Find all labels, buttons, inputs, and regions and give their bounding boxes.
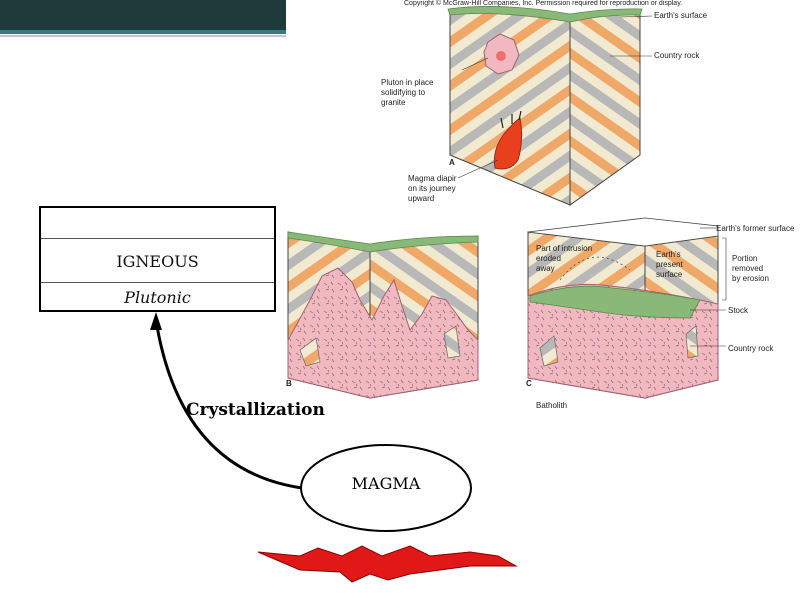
panel-c-stock-label: Stock	[728, 306, 749, 315]
box-divider-2	[41, 282, 274, 283]
panel-b-block	[287, 231, 479, 399]
magma-label: MAGMA	[351, 474, 421, 493]
panel-a-earth-surface-label: Earth's surface	[654, 11, 708, 20]
intrusion-eroded-line-1: Part of intrusion	[536, 244, 593, 253]
copyright-notice: Copyright © McGraw-Hill Companies, Inc. …	[404, 0, 683, 7]
header-line-teal	[0, 30, 286, 34]
crystallization-label: Crystallization	[186, 400, 325, 420]
intrusion-eroded-line-3: away	[536, 264, 555, 273]
panel-c-intrusion-eroded-label: Part of intrusion eroded away	[536, 244, 592, 274]
panel-c-letter: C	[526, 379, 532, 388]
panel-a-country-rock-label: Country rock	[654, 51, 700, 60]
present-surface-line-3: surface	[656, 270, 683, 279]
present-surface-line-1: Earth's	[656, 250, 681, 259]
heat-burst-shape	[257, 545, 518, 583]
panel-c-block	[527, 217, 727, 399]
panel-a-block	[447, 6, 653, 206]
rock-subtype-label: Plutonic	[124, 288, 191, 307]
portion-removed-line-1: Portion	[732, 254, 758, 263]
panel-c-country-rock-label: Country rock	[728, 344, 774, 353]
diapir-label-line-2: on its journey	[408, 184, 456, 193]
panel-c-batholith-label: Batholith	[536, 401, 568, 410]
panel-a-pluton-label: Pluton in place solidifying to granite	[381, 78, 433, 108]
header-bar	[0, 0, 286, 30]
magma-ellipse	[300, 444, 472, 532]
pluton-label-line-2: solidifying to	[381, 88, 426, 97]
present-surface-line-2: present	[656, 260, 683, 269]
panel-c-former-surface-label: Earth's former surface	[716, 224, 795, 233]
pluton-label-line-3: granite	[381, 98, 406, 107]
panel-c-portion-removed-label: Portion removed by erosion	[732, 254, 769, 284]
portion-removed-line-3: by erosion	[732, 274, 769, 283]
rock-type-title: IGNEOUS	[116, 252, 199, 271]
panel-b-letter: B	[286, 379, 292, 388]
panel-c-present-surface-label: Earth's present surface	[656, 250, 683, 280]
intrusion-eroded-line-2: eroded	[536, 254, 561, 263]
header-line-light	[0, 35, 286, 37]
box-divider-1	[41, 238, 274, 239]
panel-a-letter: A	[449, 158, 455, 167]
diapir-label-line-1: Magma diapir	[408, 174, 457, 183]
diapir-label-line-3: upward	[408, 194, 435, 203]
pluton-label-line-1: Pluton in place	[381, 78, 434, 87]
portion-removed-line-2: removed	[732, 264, 764, 273]
panel-a-diapir-label: Magma diapir on its journey upward	[408, 174, 456, 204]
igneous-rock-box: IGNEOUS Plutonic	[39, 206, 276, 312]
